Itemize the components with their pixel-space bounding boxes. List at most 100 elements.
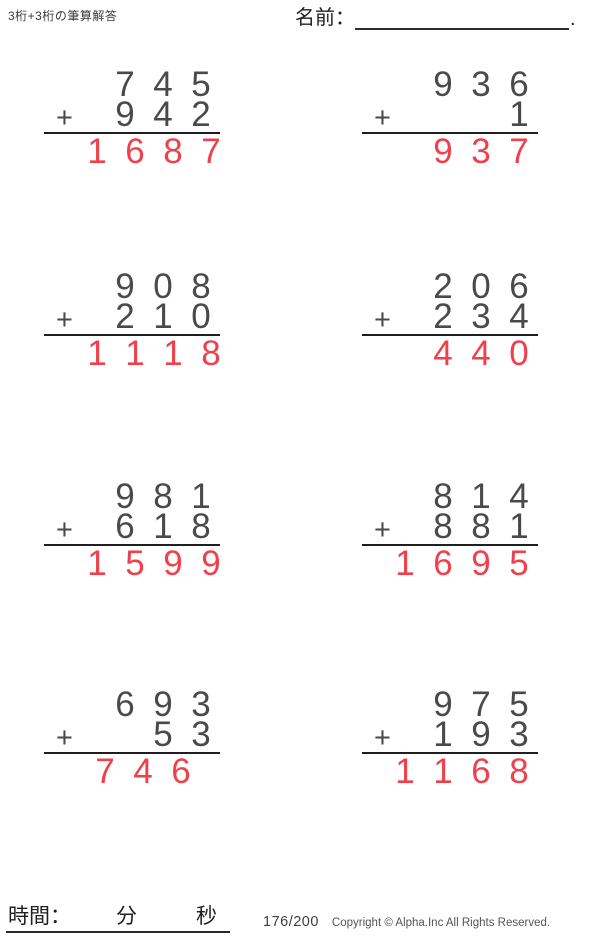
digit: 7 — [471, 685, 491, 724]
digit: 6 — [171, 752, 191, 791]
plus-operator: + — [374, 102, 391, 134]
digit: 9 — [433, 132, 453, 171]
digit: 4 — [153, 95, 173, 134]
plus-operator: + — [374, 722, 391, 754]
digit: 7 — [95, 752, 115, 791]
digit: 9 — [471, 715, 491, 754]
digit: 0 — [191, 297, 211, 336]
digit: 4 — [509, 297, 529, 336]
plus-operator: + — [56, 304, 73, 336]
digit: 3 — [471, 65, 491, 104]
plus-operator: + — [56, 514, 73, 546]
digit: 6 — [115, 507, 135, 546]
digit: 9 — [163, 544, 183, 583]
digit: 6 — [125, 132, 145, 171]
digit: 1 — [191, 477, 211, 516]
digit: 9 — [433, 65, 453, 104]
seconds-label: 秒 — [196, 905, 217, 928]
digit: 6 — [509, 267, 529, 306]
digit: 8 — [163, 132, 183, 171]
plus-operator: + — [56, 102, 73, 134]
addend2-row: 1 — [362, 95, 538, 134]
digit: 9 — [153, 685, 173, 724]
plus-operator: + — [374, 514, 391, 546]
digit: 2 — [433, 297, 453, 336]
time-field: 時間： 分 秒 — [6, 902, 230, 933]
digit: 5 — [509, 544, 529, 583]
digit: 9 — [201, 544, 221, 583]
digit: 9 — [115, 95, 135, 134]
digit: 8 — [433, 477, 453, 516]
digit: 8 — [153, 477, 173, 516]
sum-line — [44, 752, 220, 754]
digit: 8 — [509, 752, 529, 791]
digit: 1 — [153, 297, 173, 336]
digit: 1 — [87, 334, 107, 373]
digit: 4 — [133, 752, 153, 791]
digit: 8 — [201, 334, 221, 373]
digit: 4 — [433, 334, 453, 373]
digit: 7 — [509, 132, 529, 171]
digit: 6 — [433, 544, 453, 583]
digit: 6 — [115, 685, 135, 724]
digit: 8 — [191, 267, 211, 306]
digit: 6 — [509, 65, 529, 104]
digit: 3 — [191, 715, 211, 754]
digit: 1 — [395, 544, 415, 583]
digit: 6 — [471, 752, 491, 791]
digit: 9 — [433, 685, 453, 724]
digit: 9 — [115, 477, 135, 516]
digit: 0 — [471, 267, 491, 306]
plus-operator: + — [56, 722, 73, 754]
digit: 8 — [191, 507, 211, 546]
digit: 8 — [471, 507, 491, 546]
name-field: 名前： . — [295, 6, 576, 30]
digit: 0 — [509, 334, 529, 373]
digit: 1 — [509, 95, 529, 134]
digit: 1 — [433, 715, 453, 754]
digit: 3 — [191, 685, 211, 724]
digit: 3 — [471, 297, 491, 336]
digit: 0 — [153, 267, 173, 306]
page-title: 3桁+3桁の筆算解答 — [8, 9, 118, 23]
digit: 7 — [115, 65, 135, 104]
sum-line — [362, 544, 538, 546]
digit: 1 — [153, 507, 173, 546]
digit: 1 — [433, 752, 453, 791]
digit: 1 — [87, 544, 107, 583]
digit: 5 — [125, 544, 145, 583]
minutes-label: 分 — [116, 905, 137, 928]
digit: 1 — [509, 507, 529, 546]
digit: 9 — [471, 544, 491, 583]
name-label: 名前： — [295, 7, 355, 29]
digit: 5 — [509, 685, 529, 724]
copyright: Copyright © Alpha.Inc All Rights Reserve… — [331, 917, 551, 929]
time-label: 時間： — [8, 905, 71, 928]
sum-line — [362, 334, 538, 336]
